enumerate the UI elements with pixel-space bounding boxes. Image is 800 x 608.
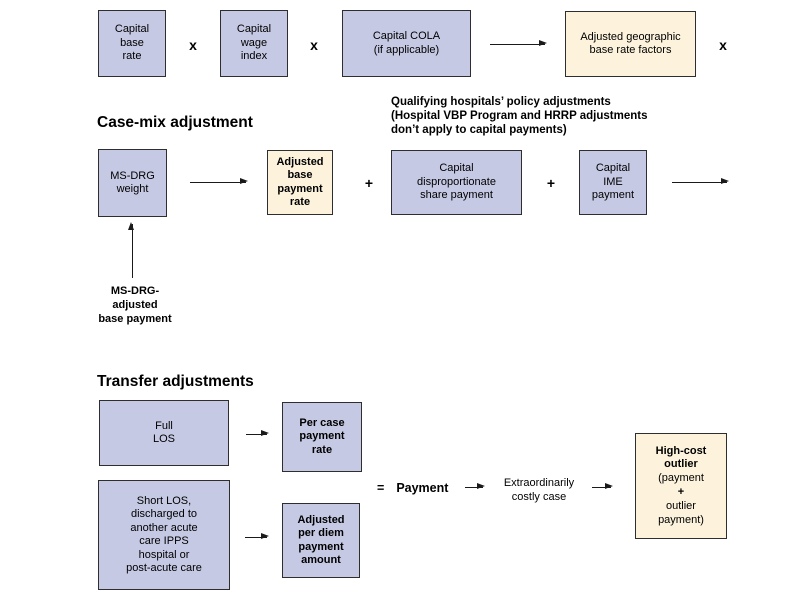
box-capital-ime-payment: Capital IME payment [579,150,647,215]
up-arrow-icon [128,222,135,278]
section-heading-case-mix: Case-mix adjustment [97,114,253,131]
equals-operator: = [377,481,385,495]
label-extraordinarily-costly-case: Extraordinarily costly case [503,477,575,503]
outlier-payment-close: outlier payment) [658,499,704,526]
flow-arrow-icon [190,178,248,185]
payment-label: Payment [396,481,449,495]
flow-arrow-icon [465,483,485,490]
box-short-los: Short LOS, discharged to another acute c… [98,480,230,590]
plus-operator: + [546,175,556,191]
box-capital-cola: Capital COLA (if applicable) [342,10,471,77]
outlier-title: High-cost outlier [655,444,707,471]
box-adjusted-per-diem-payment-amount: Adjusted per diem payment amount [282,503,360,578]
policy-adjustments-note: Qualifying hospitals’ policy adjustments… [391,96,648,136]
box-full-los: Full LOS [99,400,229,466]
multiply-operator: x [310,37,318,53]
multiply-operator: x [719,37,727,53]
flow-arrow-icon [245,533,269,540]
box-adjusted-base-payment-rate: Adjusted base payment rate [267,150,333,215]
box-capital-wage-index: Capital wage index [220,10,288,77]
flow-arrow-icon [672,178,729,185]
label-ms-drg-adjusted-base-payment: MS-DRG- adjusted base payment [98,285,172,325]
box-high-cost-outlier: High-cost outlier (payment + outlier pay… [635,433,727,539]
outlier-payment-open: (payment [658,472,704,485]
multiply-operator: x [189,37,197,53]
flow-arrow-icon [592,483,613,490]
box-capital-base-rate: Capital base rate [98,10,166,77]
section-heading-transfer: Transfer adjustments [97,373,254,390]
box-ms-drg-weight: MS-DRG weight [98,149,167,217]
box-per-case-payment-rate: Per case payment rate [282,402,362,472]
box-adjusted-geographic-base-rate-factors: Adjusted geographic base rate factors [565,11,696,77]
flow-arrow-icon [246,430,269,437]
box-capital-disproportionate-share-payment: Capital disproportionate share payment [391,150,522,215]
plus-operator: + [677,486,685,498]
flow-arrow-icon [490,40,547,47]
plus-operator: + [364,175,374,191]
